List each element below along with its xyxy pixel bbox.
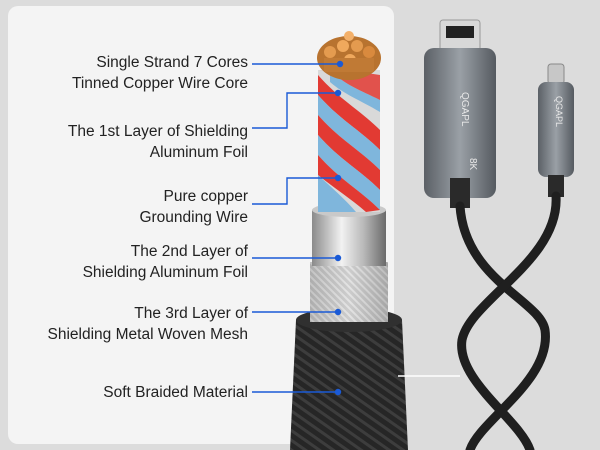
label-braided-material: Soft Braided Material	[103, 382, 248, 403]
label-grounding-wire-line1: Pure copper	[163, 188, 248, 205]
product-cable	[455, 191, 561, 450]
label-metal-mesh-line2: Shielding Metal Woven Mesh	[47, 326, 248, 343]
label-first-foil-line2: Aluminum Foil	[149, 144, 248, 161]
label-grounding-wire-line2: Grounding Wire	[139, 209, 248, 226]
callout-dots	[334, 60, 344, 396]
callout-lines	[252, 63, 340, 393]
label-copper-core-line2: Tinned Copper Wire Core	[71, 75, 248, 92]
label-second-foil: The 2nd Layer of Shielding Aluminum Foil	[83, 241, 248, 283]
foil-layer-2	[312, 203, 386, 266]
label-braided-material-line1: Soft Braided Material	[103, 384, 248, 401]
usbc-connector	[538, 63, 574, 197]
label-copper-core-line1: Single Strand 7 Cores	[96, 54, 248, 71]
label-metal-mesh-line1: The 3rd Layer of	[134, 305, 248, 322]
hdmi-connector	[424, 19, 496, 208]
label-metal-mesh: The 3rd Layer of Shielding Metal Woven M…	[48, 303, 248, 345]
copper-core-strands	[317, 31, 381, 80]
label-second-foil-line2: Shielding Aluminum Foil	[82, 264, 248, 281]
hdmi-brand-text: QGAPL	[459, 92, 470, 127]
usbc-brand-text: QGAPL	[554, 96, 564, 127]
twisted-wire-bundle	[318, 70, 380, 212]
label-second-foil-line1: The 2nd Layer of	[130, 243, 248, 260]
label-copper-core: Single Strand 7 Cores Tinned Copper Wire…	[72, 52, 248, 94]
braided-jacket	[290, 308, 408, 450]
label-first-foil: The 1st Layer of Shielding Aluminum Foil	[68, 121, 248, 163]
label-first-foil-line1: The 1st Layer of Shielding	[67, 123, 248, 140]
hdmi-8k-badge: 8K	[467, 158, 478, 171]
label-grounding-wire: Pure copper Grounding Wire	[139, 186, 248, 228]
metal-mesh-layer	[310, 262, 388, 322]
